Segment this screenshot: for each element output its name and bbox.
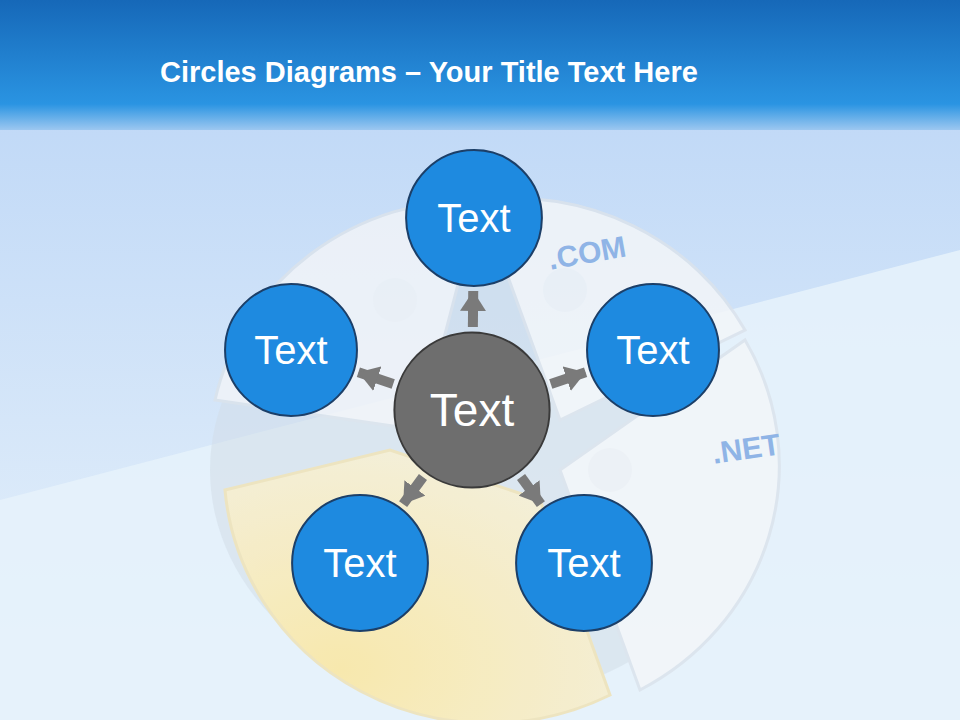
node-text: Text (254, 328, 327, 373)
outer-circle: Text (585, 282, 721, 418)
node-text: Text (437, 196, 510, 241)
node-text: Text (323, 541, 396, 586)
slide-title: Circles Diagrams – Your Title Text Here (160, 56, 698, 89)
center-circle: Text (392, 330, 552, 490)
illustration-word: .COM (546, 229, 629, 276)
arrow-connector (468, 291, 478, 327)
node-text: Text (430, 383, 514, 437)
arrow-connector (521, 477, 541, 504)
arrow-connector (551, 372, 586, 384)
arrow-connector (358, 372, 393, 384)
outer-circle: Text (514, 493, 654, 633)
arrow-connector (403, 477, 423, 504)
node-text: Text (616, 328, 689, 373)
outer-circle: Text (404, 148, 544, 288)
outer-circle: Text (290, 493, 430, 633)
node-text: Text (547, 541, 620, 586)
outer-circle: Text (223, 282, 359, 418)
illustration-word: .NET (710, 427, 782, 470)
